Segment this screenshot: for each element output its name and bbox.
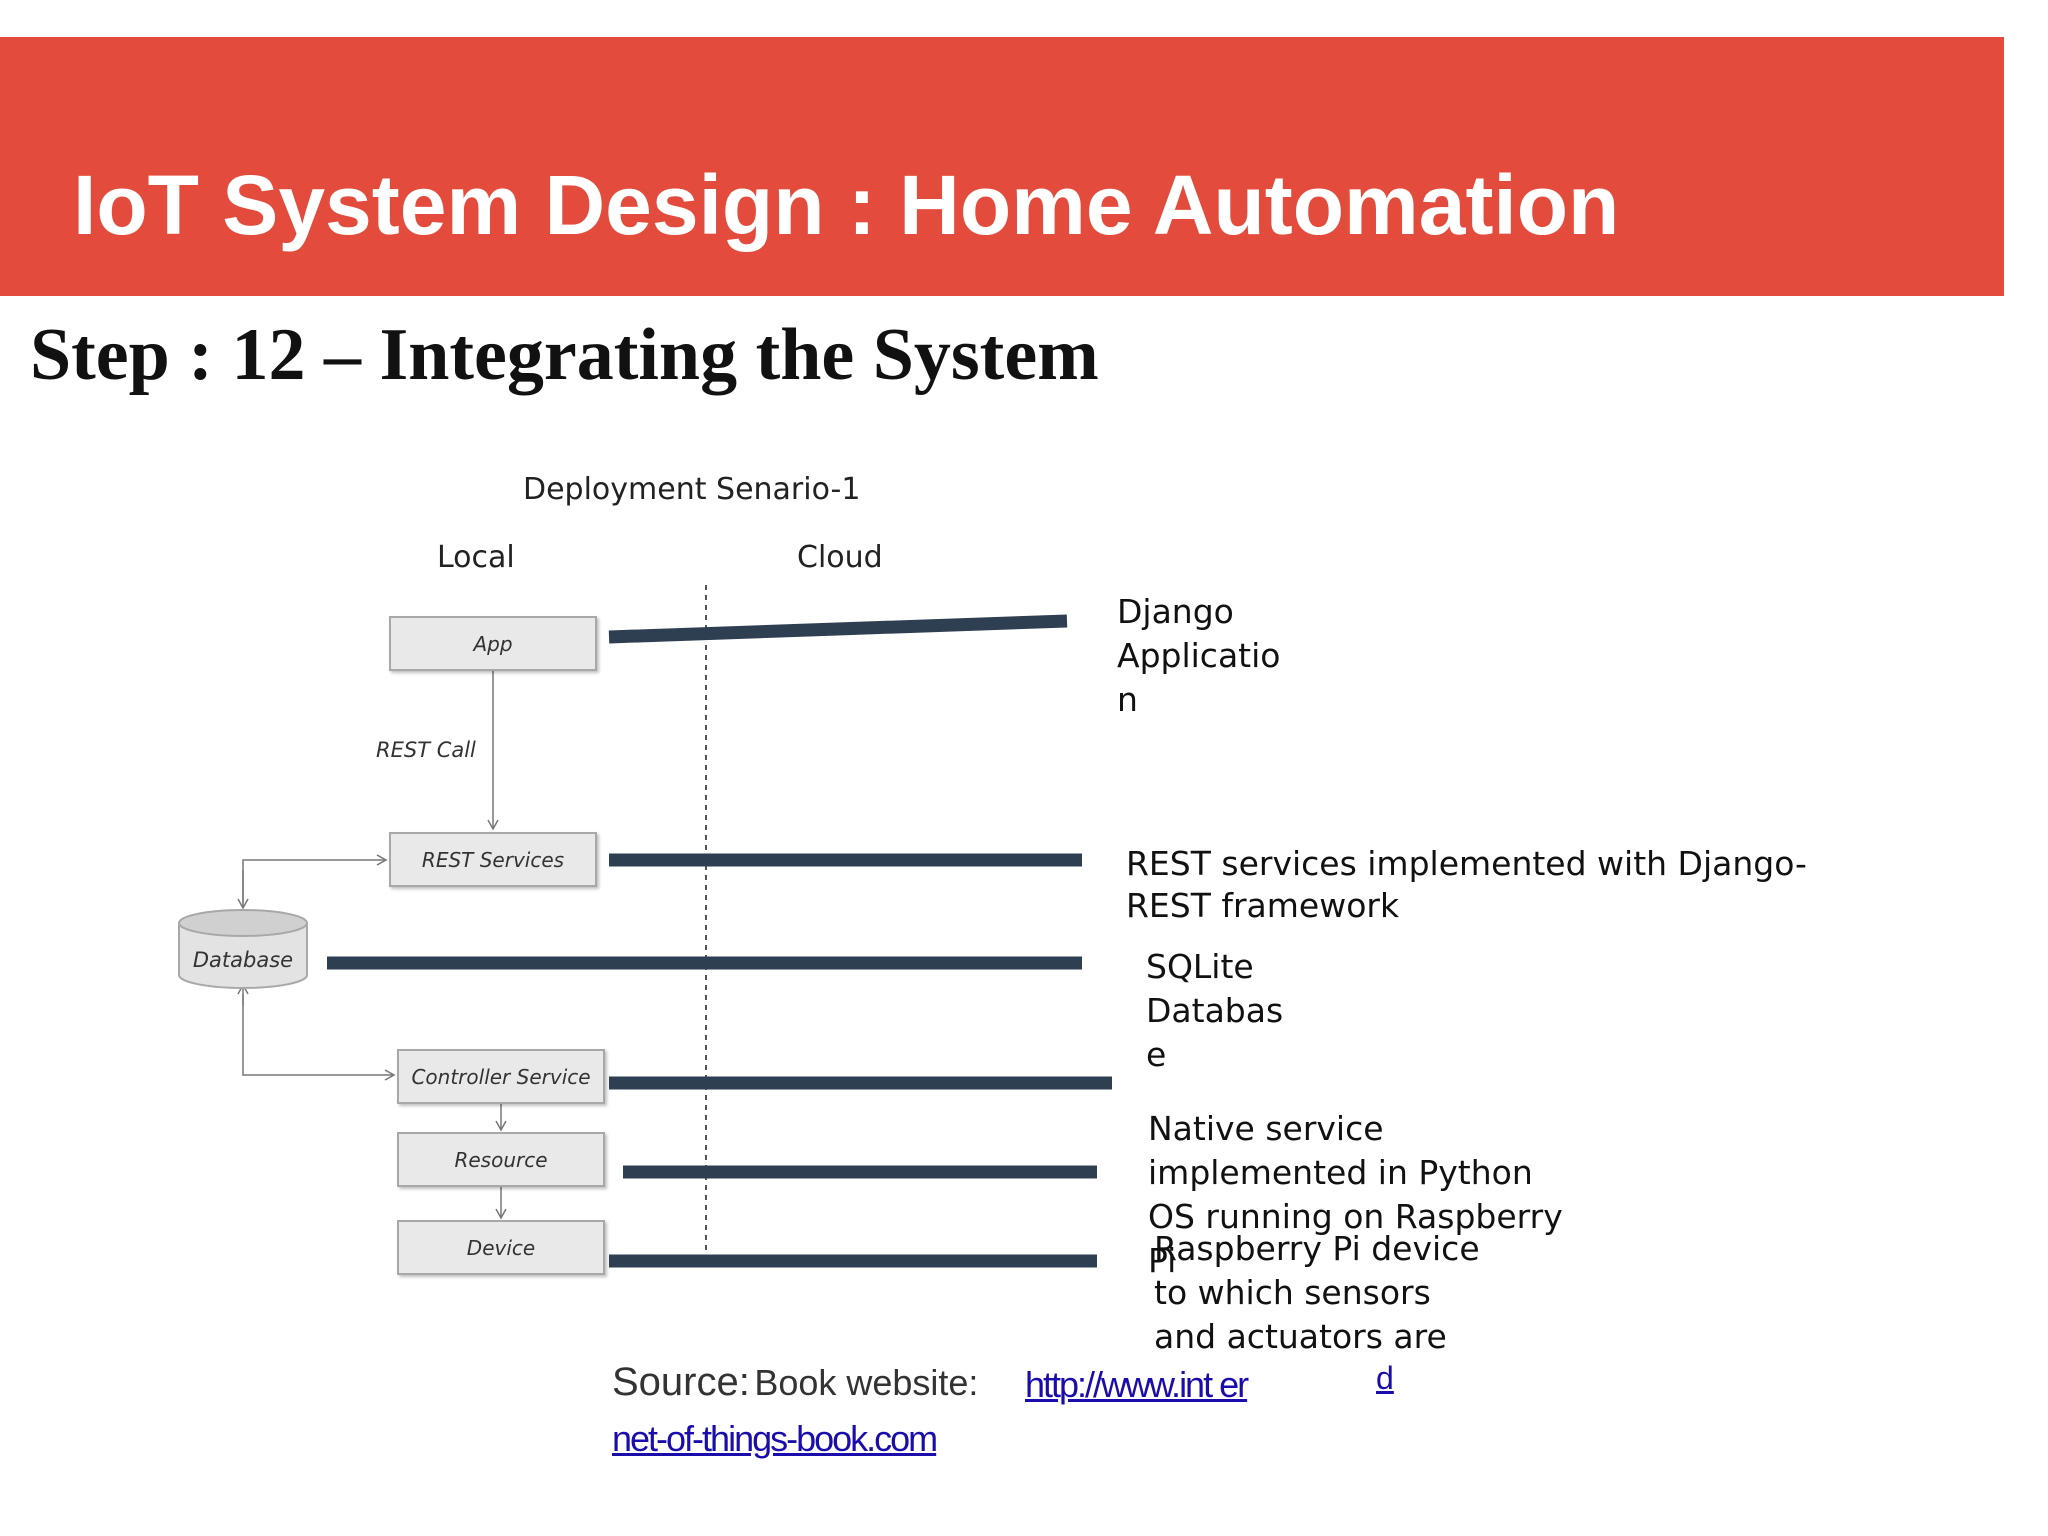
- note-sqlite-database: SQLite Databas e: [1146, 947, 1284, 1074]
- column-label-cloud: Cloud: [797, 540, 883, 575]
- db-rest-arrow: [242, 854, 388, 903]
- database-label: Database: [192, 948, 294, 972]
- rest-call-label: REST Call: [376, 738, 476, 762]
- database-cylinder-body: [178, 923, 308, 989]
- note-native-service: Native service implemented in Python OS …: [1148, 1109, 1563, 1280]
- note-raspberry-pi-device: Raspberry Pi device to which sensors and…: [1154, 1229, 1480, 1356]
- source-link-fragment: d: [1376, 1360, 1394, 1396]
- controller-service-box: Controller Service: [397, 1049, 605, 1104]
- title-banner: [0, 37, 2004, 296]
- source-label: Source:: [612, 1360, 750, 1404]
- resource-box: Resource: [397, 1132, 605, 1187]
- note-django-application: Django Applicatio n: [1117, 592, 1281, 719]
- source-citation: Source: Book website:: [612, 1360, 978, 1405]
- diagram-heading: Deployment Senario-1: [523, 472, 861, 507]
- source-link-line2[interactable]: net-of-things-book.com: [612, 1418, 938, 1459]
- source-link-line1[interactable]: http://www.int er: [1025, 1364, 1249, 1405]
- connector-app-note: [608, 614, 1068, 644]
- rest-services-box: REST Services: [389, 832, 597, 887]
- note-rest-services: REST services implemented with Django-RE…: [1126, 844, 1807, 925]
- app-box: App: [389, 616, 597, 671]
- column-label-local: Local: [437, 540, 515, 575]
- slide-title: IoT System Design : Home Automation: [73, 158, 1620, 252]
- device-box: Device: [397, 1220, 605, 1275]
- database-cylinder-top: [178, 909, 308, 937]
- source-text: Book website:: [754, 1362, 979, 1403]
- slide-subtitle: Step : 12 – Integrating the System: [30, 314, 1099, 396]
- db-controller-arrow: [242, 994, 396, 1081]
